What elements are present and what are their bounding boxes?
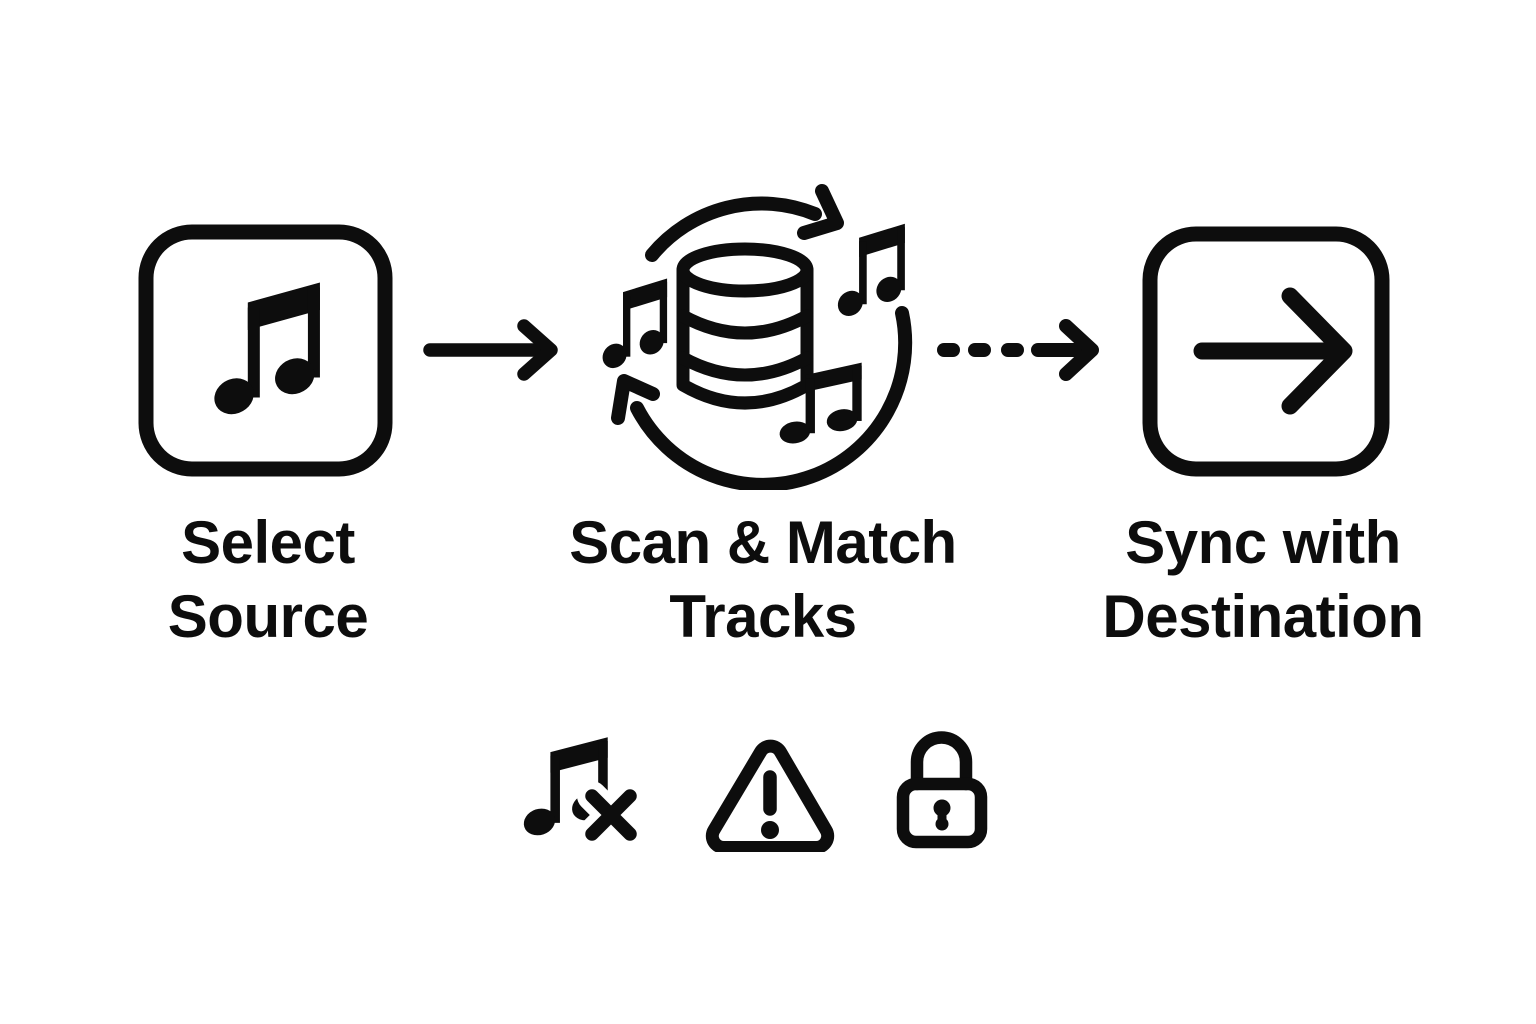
rounded-square-frame [138,224,393,477]
label-line: Sync with [1125,509,1401,576]
label-line: Select [181,509,355,576]
label-line: Tracks [669,583,857,650]
exclamation-mark [761,770,779,839]
missing-track-icon [520,737,645,849]
arrow-right-icon [423,319,558,381]
label-line: Scan & Match [569,509,957,576]
music-note-left-icon [599,278,668,372]
cycle-arrowhead-top [797,184,844,240]
music-note-bottom-right-icon [776,362,862,447]
label-line: Source [167,583,369,650]
sync-cycle-arrows [611,184,913,490]
scan-match-label: Scan & Match Tracks [533,506,993,654]
database-sync-music-icon [599,184,913,490]
triangle-outline [705,739,835,852]
sync-destination-label: Sync with Destination [1033,506,1493,654]
cycle-arrowhead-bottom [611,374,660,425]
lock-body [896,777,988,849]
sync-destination-box [1142,226,1390,477]
arrow-right-dashed-icon [937,319,1099,381]
warning-icon [705,739,835,852]
music-note-icon [210,282,320,420]
rounded-square-frame [1142,226,1390,477]
label-line: Destination [1102,583,1424,650]
select-source-box [138,224,393,477]
arrow-right-glyph-icon [1193,287,1353,415]
database-icon [676,242,814,410]
x-mark-icon [577,781,645,849]
lock-icon [896,731,988,849]
lock-shackle [910,731,973,791]
music-note-top-right-icon [835,223,905,320]
select-source-label: Select Source [38,506,498,654]
keyhole [933,799,951,831]
